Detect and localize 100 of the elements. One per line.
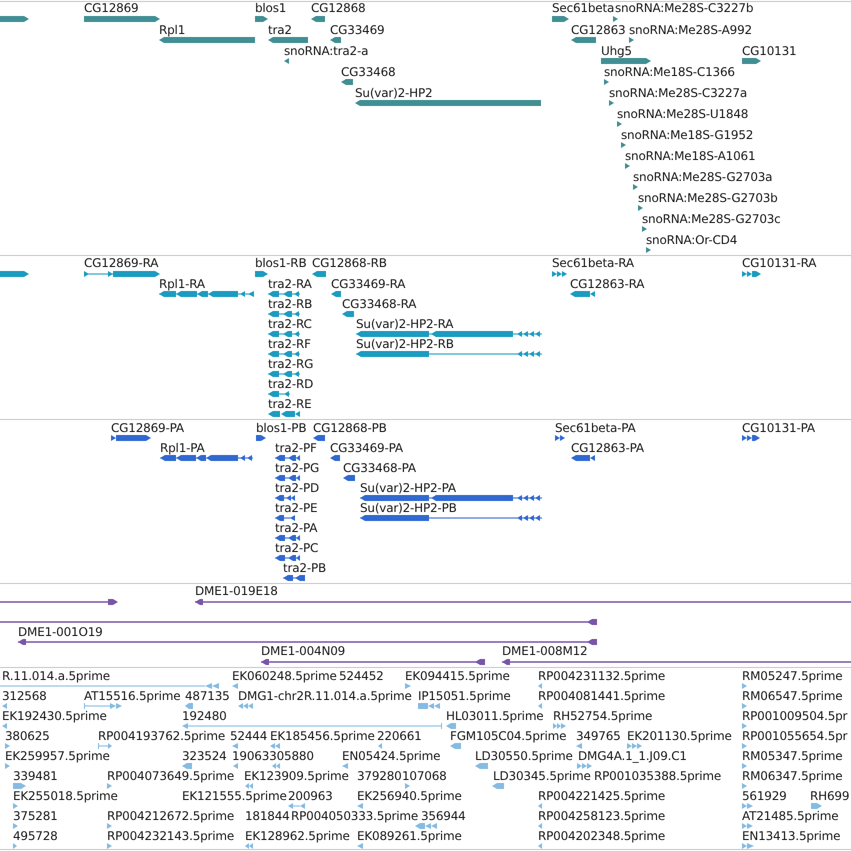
read-name: IP15051.5prime (418, 689, 511, 703)
read-name: 312568 (2, 689, 47, 703)
protein-name: CG12863-PA (571, 440, 644, 454)
read-name: EK255018.5prime (13, 789, 118, 803)
read-name: RP004081441.5prime (538, 689, 666, 703)
read-name: 379280 (357, 769, 402, 783)
read-name: AT21485.5prime (742, 809, 838, 823)
read-name: RP004212672.5prime (107, 809, 234, 823)
gene-name: snoRNA:Me28S-G2703c (642, 212, 781, 226)
gene-name: CG33469 (330, 23, 384, 37)
transcript-name: tra2-RD (268, 377, 314, 391)
gene-name: CG12863 (571, 23, 626, 37)
read-name: EK060248.5prime (232, 669, 337, 683)
read-name: 487135 (185, 689, 230, 703)
transcript-name: tra2-RE (268, 397, 312, 411)
read-name: RP004221425.5prime (538, 789, 666, 803)
read-name: EK128962.5prime (245, 829, 350, 843)
gene-name: Uhg5 (601, 44, 632, 58)
read-name: FGM105C04.5prime (450, 729, 566, 743)
transcript-name: CG33469-RA (331, 277, 406, 291)
read-name: 220661 (377, 729, 422, 743)
read-name: RH699 (810, 789, 850, 803)
read-name: DMG4A.1_1.J09.C1 (578, 749, 687, 763)
read-name: EK123909.5prime (244, 769, 349, 783)
read-name: 356944 (421, 809, 466, 823)
read-name: RM06347.5prime (742, 769, 842, 783)
protein-name: tra2-PF (275, 440, 317, 454)
gene-name: snoRNA:Me18S-G1952 (621, 128, 754, 142)
read-name: EK259957.5prime (5, 749, 110, 763)
read-name: 375281 (13, 809, 58, 823)
protein-name: CG12868-PB (313, 420, 387, 434)
gene-name: Su(var)2-HP2 (355, 86, 432, 100)
read-name: 349765 (576, 729, 621, 743)
read-name: RP004202348.5prime (538, 829, 666, 843)
read-name: 339481 (13, 769, 58, 783)
read-name: EK201130.5prime (627, 729, 732, 743)
clone-name: DME1-019E18 (195, 584, 278, 598)
transcript-name: tra2-RA (268, 277, 312, 291)
gene-name: CG33468 (341, 65, 396, 79)
gene-name: snoRNA:Me28S-G2703a (633, 170, 772, 184)
protein-name: CG10131-PA (742, 420, 815, 434)
gene-name: snoRNA:Me28S-C3227a (609, 86, 747, 100)
gene-name: snoRNA:Me28S-G2703b (638, 191, 778, 205)
read-name: RP004232143.5prime (107, 829, 234, 843)
transcript-name: Sec61beta-RA (552, 256, 634, 270)
read-name: EN05424.5prime (342, 749, 440, 763)
read-name: RP004193762.5prime (98, 729, 226, 743)
read-name: 52444 (230, 729, 268, 743)
read-name: 524452 (339, 669, 384, 683)
read-name: RP001035388.5prime (594, 769, 722, 783)
gene-name: Rpl1 (159, 23, 186, 37)
read-name: EN13413.5prime (742, 829, 840, 843)
read-name: RH52754.5prime (553, 709, 652, 723)
gene-name: snoRNA:Me28S-U1848 (617, 107, 748, 121)
transcript-name: Su(var)2-HP2-RA (356, 317, 454, 331)
read-name: 192480 (182, 709, 227, 723)
read-name: RP001055654.5pr (742, 729, 848, 743)
read-name: RP004073649.5prime (107, 769, 234, 783)
gene-name: snoRNA:Me18S-C1366 (604, 65, 735, 79)
transcript-name: blos1-RB (255, 256, 306, 270)
clone-name: DME1-001O19 (18, 624, 103, 638)
protein-name: CG33469-PA (330, 440, 403, 454)
gene-name: snoRNA:Me28S-A992 (629, 23, 752, 37)
read-name: 561929 (742, 789, 787, 803)
protein-name: tra2-PB (283, 560, 326, 574)
read-name: EK121555.5prime (182, 789, 287, 803)
transcript-name: CG12863-RA (570, 277, 644, 291)
read-name: 200963 (288, 789, 333, 803)
protein-name: Sec61beta-PA (555, 420, 636, 434)
read-name: 19063305880 (232, 749, 314, 763)
transcript-name: CG10131-RA (742, 256, 816, 270)
protein-name: tra2-PD (275, 480, 320, 494)
read-name: HL03011.5prime (446, 709, 544, 723)
gene-name: snoRNA:Or-CD4 (646, 233, 738, 247)
read-name: RM05347.5prime (742, 749, 842, 763)
read-name: DMG1-chr2R.11.014.a.5prime (238, 689, 412, 703)
transcript-name: Rpl1-RA (159, 277, 205, 291)
protein-name: Su(var)2-HP2-PA (360, 480, 456, 494)
gene-name: blos1 (255, 1, 286, 15)
gene-name: CG10131 (742, 44, 796, 58)
protein-name: CG12869-PA (111, 420, 184, 434)
read-name: R.11.014.a.5prime (2, 669, 110, 683)
protein-name: tra2-PC (275, 541, 318, 555)
protein-name: CG33468-PA (343, 460, 416, 474)
read-name: EK256940.5prime (357, 789, 462, 803)
read-name: RM05247.5prime (742, 669, 842, 683)
read-name: EK185456.5prime (270, 729, 375, 743)
protein-name: tra2-PE (275, 500, 318, 514)
clone-name: DME1-008M12 (502, 644, 588, 658)
transcript-name: tra2-RG (268, 357, 314, 371)
protein-name: blos1-PB (256, 420, 306, 434)
gene-name: snoRNA:tra2-a (284, 44, 368, 58)
read-name: RP004258123.5prime (538, 809, 666, 823)
transcript-name: tra2-RC (268, 317, 312, 331)
transcript-name: CG12868-RB (312, 256, 387, 270)
read-name: EK192430.5prime (2, 709, 107, 723)
read-name: 181844 (245, 809, 290, 823)
transcript-name: tra2-RF (268, 337, 311, 351)
read-name: RP001009504.5pr (742, 709, 848, 723)
read-name: LD30345.5prime (493, 769, 591, 783)
